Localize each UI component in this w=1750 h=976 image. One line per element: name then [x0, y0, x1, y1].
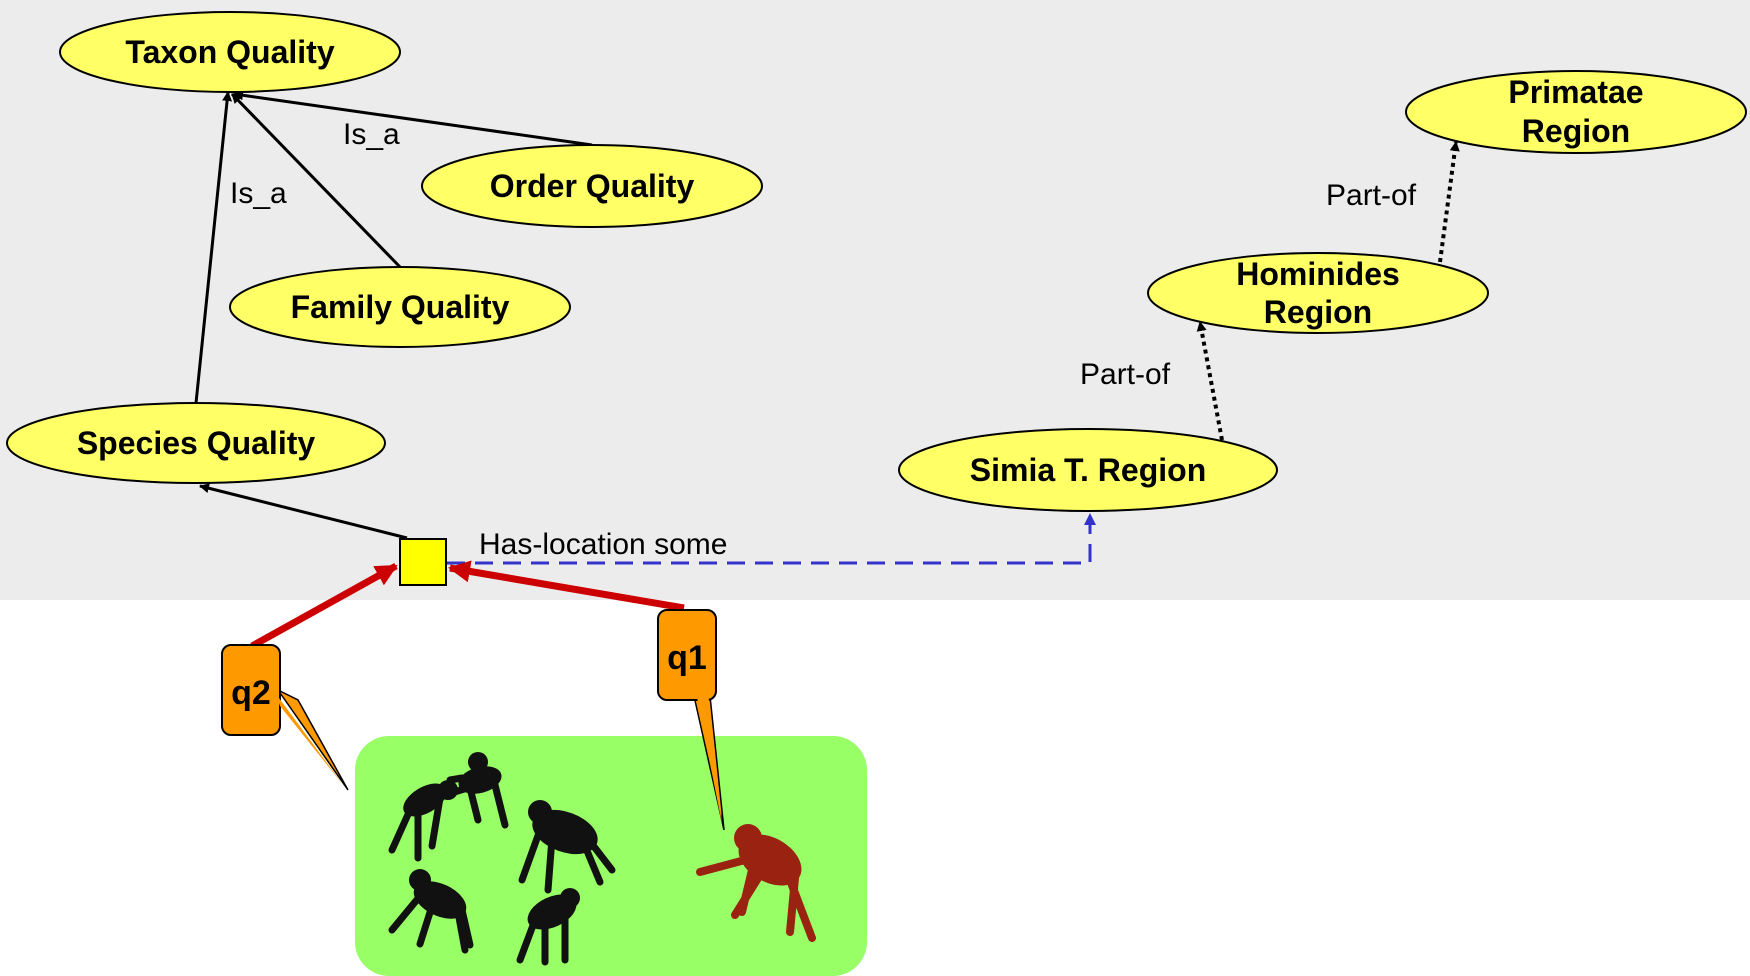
node-order-quality: Order Quality [421, 144, 763, 228]
q1-callout: q1 [657, 609, 725, 831]
node-primatae-region: Primatae Region [1405, 70, 1747, 154]
edge-species-to-taxon [194, 91, 233, 404]
ape-red-icon [696, 824, 816, 942]
label-is-a-order: Is_a [343, 118, 400, 151]
edge-instance-to-species [199, 483, 408, 540]
label-has-location: Has-location some [479, 528, 727, 561]
svg-text:Primatae: Primatae [1508, 74, 1643, 110]
ape-black-4-icon [388, 869, 474, 954]
svg-text:Region: Region [1522, 113, 1630, 149]
q1-arrow [448, 560, 685, 612]
svg-text:Simia T. Region: Simia T. Region [970, 452, 1206, 488]
edge-has-location [447, 513, 1096, 565]
node-species-quality: Species Quality [6, 402, 386, 484]
svg-text:q1: q1 [667, 639, 707, 677]
svg-text:Taxon Quality: Taxon Quality [125, 34, 334, 70]
node-simia-region: Simia T. Region [898, 428, 1278, 512]
svg-text:Hominides: Hominides [1236, 256, 1400, 292]
svg-text:Order Quality: Order Quality [490, 168, 695, 204]
quality-instance-square [399, 538, 447, 586]
label-part-of-lower: Part-of [1080, 358, 1171, 391]
svg-text:q2: q2 [231, 674, 271, 712]
svg-text:Species Quality: Species Quality [77, 425, 316, 461]
ape-black-3-icon [518, 800, 616, 894]
edge-family-to-taxon [230, 92, 402, 269]
svg-text:Region: Region [1264, 294, 1372, 330]
edge-order-to-taxon [233, 90, 593, 147]
label-is-a-species: Is_a [230, 177, 287, 210]
node-taxon-quality: Taxon Quality [59, 11, 401, 93]
ape-black-5-icon [516, 888, 580, 966]
node-family-quality: Family Quality [229, 266, 571, 348]
q2-callout: q2 [221, 644, 349, 791]
node-hominides-region: Hominides Region [1147, 252, 1489, 334]
ape-black-2-icon [446, 752, 509, 829]
label-part-of-upper: Part-of [1326, 179, 1417, 212]
q2-arrow [250, 562, 398, 650]
svg-text:Family Quality: Family Quality [291, 289, 510, 325]
ape-black-1-icon [388, 780, 478, 862]
